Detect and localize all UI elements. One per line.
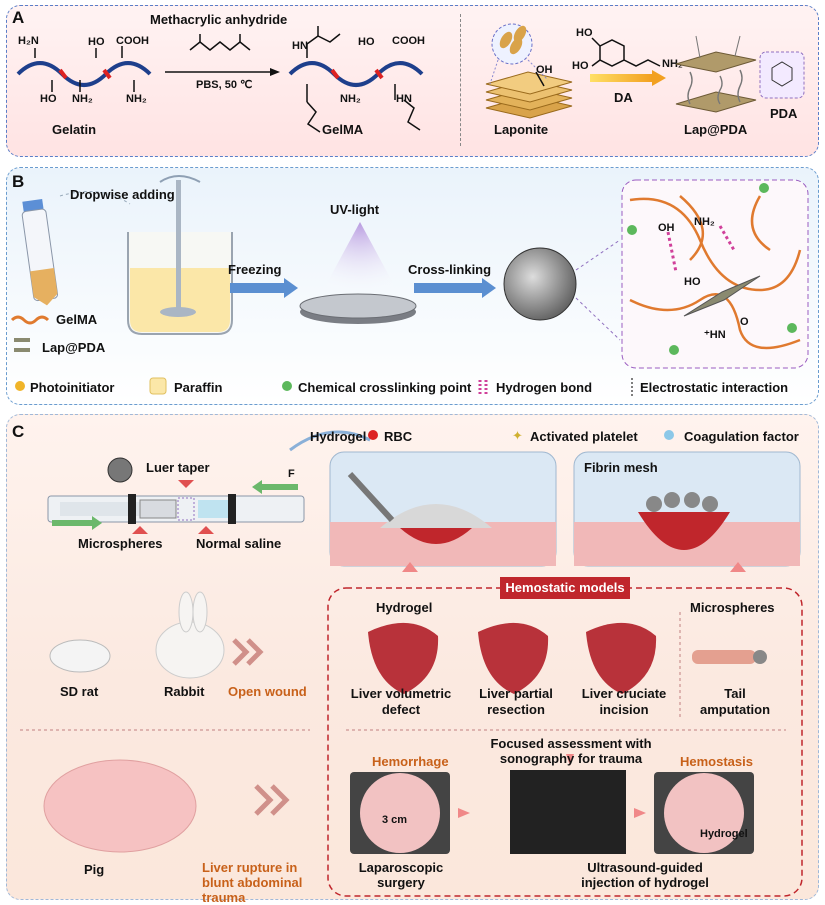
coag-label: Coagulation factor bbox=[684, 429, 799, 444]
legend-crosslink-point: Chemical crosslinking point bbox=[298, 380, 472, 395]
rbc-label: RBC bbox=[384, 429, 413, 444]
chem-hn: HN bbox=[292, 40, 308, 52]
freezing-label: Freezing bbox=[228, 262, 282, 277]
crosslinking-label: Cross-linking bbox=[408, 262, 492, 277]
hemostatic-models-banner: Hemostatic models bbox=[500, 577, 630, 599]
chem-ho-2: HO bbox=[358, 36, 375, 48]
reagent-label: Methacrylic anhydride bbox=[150, 12, 288, 27]
rbc-icon bbox=[368, 430, 378, 440]
fibrin-label: Fibrin mesh bbox=[584, 460, 658, 475]
pda-label: PDA bbox=[770, 106, 798, 121]
liver-rupture-label: Liver rupture in blunt abdominal trauma bbox=[202, 860, 303, 905]
net-nh2: NH₂ bbox=[694, 216, 715, 228]
hydrogel-label-top: Hydrogel bbox=[310, 429, 367, 444]
platelet-label: Activated platelet bbox=[530, 429, 638, 444]
panel-a-label: A bbox=[12, 8, 25, 27]
panel-b-label: B bbox=[12, 172, 25, 191]
gelatin-chain-graphic bbox=[16, 46, 152, 92]
models-microspheres-label: Microspheres bbox=[690, 600, 775, 615]
force-label: F bbox=[288, 468, 295, 480]
gelma-chain-graphic bbox=[288, 26, 424, 133]
chem-ho-1: HO bbox=[40, 93, 57, 105]
platelet-icon: ✦ bbox=[512, 428, 523, 443]
chem-nh2-1: NH₂ bbox=[72, 93, 93, 105]
saline-label: Normal saline bbox=[196, 536, 282, 551]
chem-cooh-1: COOH bbox=[116, 35, 149, 47]
chem-nh: HN bbox=[396, 93, 412, 105]
chem-nh2-3: NH₂ bbox=[340, 93, 361, 105]
da-ho-2: HO bbox=[572, 60, 589, 72]
net-ho: HO bbox=[684, 276, 701, 288]
laparoscopic-label: Laparoscopic surgery bbox=[358, 860, 444, 890]
legend-photoinitiator: Photoinitiator bbox=[30, 380, 115, 395]
panel-a bbox=[6, 5, 819, 157]
laponite-oh: OH bbox=[536, 64, 553, 76]
chem-h2n-1: H₂N bbox=[18, 35, 39, 47]
models-hydrogel-label: Hydrogel bbox=[376, 600, 433, 615]
legend-paraffin: Paraffin bbox=[174, 380, 223, 395]
luer-label: Luer taper bbox=[146, 460, 210, 475]
legend-lap-pda: Lap@PDA bbox=[42, 340, 106, 355]
panel-c-label: C bbox=[12, 422, 25, 441]
tail-label: Tail amputation bbox=[700, 686, 771, 717]
open-wound-label: Open wound bbox=[228, 684, 307, 699]
lap-pda-graphic bbox=[675, 35, 805, 113]
net-nh3: ⁺HN bbox=[704, 329, 726, 341]
net-oh: OH bbox=[658, 222, 675, 234]
panel-b-graphics bbox=[10, 175, 809, 396]
three-cm-label: 3 cm bbox=[382, 814, 408, 826]
hemorrhage-label: Hemorrhage bbox=[372, 754, 449, 769]
ultrasound-label: Ultrasound-guided injection of hydrogel bbox=[581, 860, 709, 890]
condition-label: PBS, 50 ℃ bbox=[196, 79, 253, 91]
da-nh2: NH₂ bbox=[662, 58, 683, 70]
laponite-label: Laponite bbox=[494, 122, 549, 137]
legend-hydrogen-bond: Hydrogen bond bbox=[496, 380, 593, 395]
liver3-label: Liver cruciate incision bbox=[581, 686, 667, 717]
dopamine-structure bbox=[590, 37, 666, 86]
liver2-label: Liver partial resection bbox=[479, 686, 553, 717]
coag-icon bbox=[664, 430, 674, 440]
da-label: DA bbox=[614, 90, 633, 105]
rabbit-label: Rabbit bbox=[164, 684, 205, 699]
uv-label: UV-light bbox=[330, 202, 380, 217]
chem-oh-1: HO bbox=[88, 36, 105, 48]
hemostasis-label: Hemostasis bbox=[680, 754, 753, 769]
laponite-stack-graphic bbox=[485, 23, 573, 119]
hydrogel-tag-label: Hydrogel bbox=[700, 828, 748, 840]
chem-cooh-2: COOH bbox=[392, 35, 425, 47]
rat-label: SD rat bbox=[60, 684, 99, 699]
gelma-label: GelMA bbox=[322, 122, 364, 137]
legend-gelma: GelMA bbox=[56, 312, 98, 327]
lap-pda-label: Lap@PDA bbox=[684, 122, 748, 137]
panel-a-divider bbox=[460, 14, 461, 146]
net-o: O bbox=[740, 316, 749, 328]
anhydride-structure bbox=[165, 34, 280, 76]
chem-nh2-2: NH₂ bbox=[126, 93, 147, 105]
legend-electrostatic: Electrostatic interaction bbox=[640, 380, 789, 395]
pig-label: Pig bbox=[84, 862, 105, 877]
gelatin-label: Gelatin bbox=[52, 122, 97, 137]
fast-label: Focused assessment with sonography for t… bbox=[490, 736, 652, 766]
da-ho-1: HO bbox=[576, 27, 593, 39]
liver1-label: Liver volumetric defect bbox=[350, 686, 452, 717]
microspheres-syringe-label: Microspheres bbox=[78, 536, 163, 551]
